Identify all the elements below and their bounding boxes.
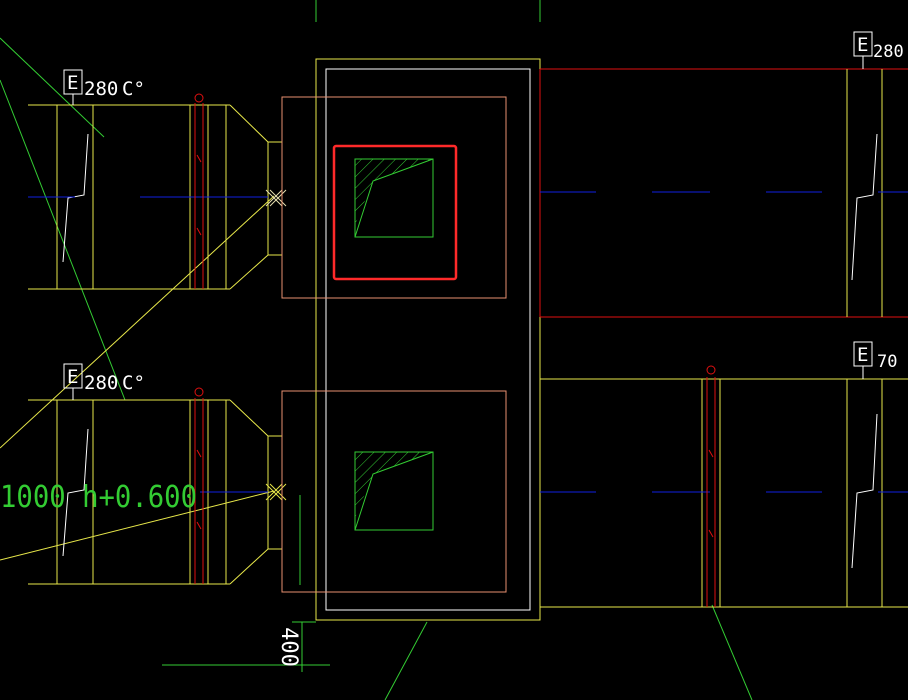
connection-marker-upper (265, 189, 287, 207)
unit-outer-frame (315, 58, 541, 621)
flex-connector-left-lower (62, 428, 89, 557)
green-leader-lines (0, 0, 753, 700)
fan-symbol-lower (354, 451, 434, 531)
tag-value: 70 (877, 352, 897, 372)
duct-right-upper (539, 68, 908, 318)
tag-letter: E (857, 344, 868, 366)
tag-suffix: C° (122, 78, 145, 100)
flex-connector-right-lower (851, 413, 878, 569)
equipment-tag-right-upper[interactable]: E 280 (853, 31, 904, 69)
unit-inner-frame (325, 68, 531, 611)
fan-symbol-upper (354, 158, 434, 238)
tag-letter: E (67, 366, 78, 388)
fire-damper-right-lower (706, 365, 716, 607)
tag-value: 280 (84, 372, 118, 394)
tag-value: 280 (873, 42, 904, 62)
salmon-box-lower (281, 390, 507, 593)
connection-marker-lower (265, 483, 287, 501)
tag-value: 280 (84, 78, 118, 100)
equipment-tag-right-lower[interactable]: E 70 (853, 341, 897, 379)
flex-connector-left-upper (62, 133, 89, 263)
elevation-annotation: 1000 h+0.600 (0, 480, 197, 515)
duct-right-lower (540, 378, 908, 608)
fire-damper-left-upper (194, 93, 204, 289)
dimension-marker (162, 621, 330, 672)
yellow-leader-lines (0, 195, 275, 561)
tag-letter: E (857, 34, 868, 56)
equipment-tag-left-lower[interactable]: E 280 C° (63, 363, 145, 400)
equipment-tag-left-upper[interactable]: E 280 C° (63, 69, 145, 105)
dimension-label: 400 (276, 627, 301, 667)
salmon-box-upper (281, 96, 507, 299)
flex-connector-right-upper (851, 133, 878, 281)
tag-suffix: C° (122, 372, 145, 394)
fire-damper-left-lower (194, 387, 204, 584)
selection-highlight[interactable] (332, 144, 458, 281)
tag-letter: E (67, 72, 78, 94)
